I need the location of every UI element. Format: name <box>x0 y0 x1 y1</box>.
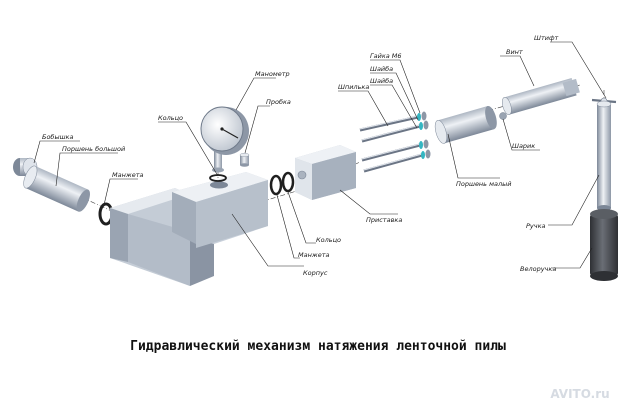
label-porshen-malyi: Поршень малый <box>456 180 511 188</box>
label-manzheta-left: Манжета <box>112 171 143 179</box>
label-probka: Пробка <box>266 98 291 106</box>
large-piston-part <box>23 165 91 212</box>
stud <box>361 139 429 162</box>
label-shaiba-2: Шайба <box>370 77 393 85</box>
bobyshka-part <box>13 157 38 177</box>
velorouchka-grip <box>590 209 618 281</box>
label-manzheta-mid: Манжета <box>298 251 329 259</box>
stud <box>359 111 427 132</box>
label-ruchka: Ручка <box>526 222 546 230</box>
label-koltso-mid: Кольцо <box>316 236 341 244</box>
middle-cuff-and-ring <box>269 171 295 196</box>
label-shpilka: Шпилька <box>338 83 369 91</box>
label-sharik: Шарик <box>512 142 535 150</box>
stud <box>361 120 429 143</box>
manometer-gauge <box>200 106 249 173</box>
leader-lines <box>33 41 607 269</box>
ruchka-handle <box>596 100 612 211</box>
stud <box>363 149 431 173</box>
label-korpus: Корпус <box>303 269 328 277</box>
label-porshen-bolshoi: Поршень большой <box>62 145 125 153</box>
label-manometr: Манометр <box>255 70 290 78</box>
gauge-ring <box>209 174 227 182</box>
small-piston-part <box>434 105 497 144</box>
label-vint: Винт <box>506 48 523 56</box>
label-koltso-top: Кольцо <box>158 114 183 122</box>
pristavka-block <box>295 145 356 200</box>
part-labels: Бобышка Поршень большой Манжета Кольцо М… <box>42 34 559 277</box>
vint-screw <box>501 78 580 115</box>
sharik-ball <box>499 112 507 120</box>
studs-group <box>359 111 431 173</box>
label-bobyshka: Бобышка <box>42 133 73 141</box>
avito-watermark: AVITO.ru <box>550 387 609 401</box>
korpus-body <box>110 172 268 286</box>
label-velorouchka: Велоручка <box>520 265 556 273</box>
label-shaiba-1: Шайба <box>370 65 393 73</box>
label-shtift: Штифт <box>534 34 559 42</box>
label-gaika: Гайка М6 <box>370 52 402 60</box>
probka-plug <box>239 152 250 167</box>
label-pristavka: Приставка <box>366 216 402 224</box>
diagram-title: Гидравлический механизм натяжения ленточ… <box>130 339 506 354</box>
